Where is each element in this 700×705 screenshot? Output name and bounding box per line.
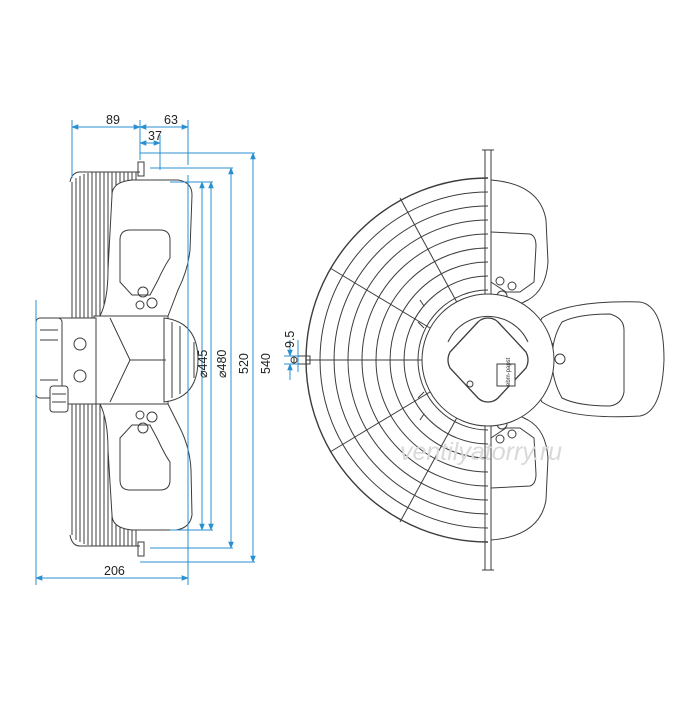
- front-dimensions: [284, 340, 299, 380]
- dim-d480: ⌀480: [215, 350, 229, 378]
- side-dimension-labels: 89 63 37 206 ⌀445 ⌀480 520 540: [104, 113, 273, 578]
- mount-foot: [293, 355, 311, 365]
- lower-blade-side: [99, 403, 193, 531]
- lower-blade-window: [119, 424, 171, 491]
- front-blade-bottom: [490, 409, 549, 541]
- dim-9-5: 9.5: [283, 331, 297, 348]
- front-blade-top: [490, 179, 549, 311]
- dim-37: 37: [148, 129, 162, 143]
- dim-d445: ⌀445: [196, 350, 210, 378]
- side-dimensions: [35, 120, 256, 585]
- nameplate-text: ebm-papst: [506, 357, 512, 386]
- upper-blade-side: [99, 179, 193, 317]
- lower-blade-bolts: [135, 410, 158, 434]
- front-view: [290, 149, 665, 571]
- dim-540: 540: [259, 353, 273, 374]
- upper-blade-bolts: [135, 286, 158, 310]
- guard-spokes: [306, 197, 461, 523]
- rotor-dome: [163, 317, 199, 403]
- upper-blade-window: [119, 229, 171, 296]
- side-view: [35, 161, 199, 557]
- nameplate: ebm-papst: [496, 357, 516, 387]
- dim-89: 89: [106, 113, 120, 127]
- dim-206: 206: [104, 564, 125, 578]
- watermark-text: ventilyatorry.ru: [400, 438, 562, 466]
- dim-63: 63: [164, 113, 178, 127]
- cable-gland: [49, 385, 69, 413]
- dim-520: 520: [237, 353, 251, 374]
